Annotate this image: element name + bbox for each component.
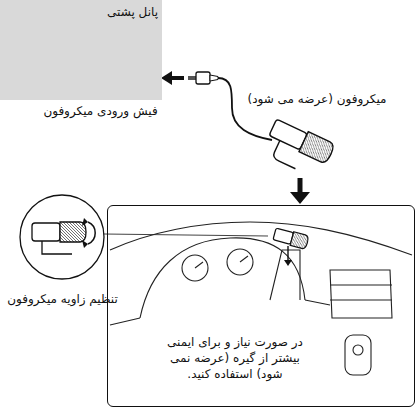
- mounted-microphone: [273, 227, 309, 249]
- back-panel: پانل پشتی: [0, 0, 162, 100]
- clip-arrow: [287, 246, 288, 262]
- clip-arrow-head: [284, 260, 292, 266]
- mic-cable: [218, 78, 272, 140]
- insert-arrow-head: [161, 71, 172, 85]
- zoom-leader: [104, 234, 268, 236]
- installation-box: در صورت نیاز و برای ایمنی بیشتر از گیره …: [107, 205, 415, 407]
- down-arrow: [298, 178, 303, 194]
- insert-arrow: [170, 76, 184, 80]
- zoom-circle: [20, 195, 104, 279]
- zoom-microphone: [32, 222, 86, 254]
- panel-label: پانل پشتی: [70, 4, 158, 20]
- mic-plug: [188, 72, 218, 84]
- rotate-arrow-head: [82, 240, 88, 248]
- part-label: میکروفون (عرضه می شود): [242, 92, 392, 108]
- part-label: فیش ورودی میکروفون: [28, 104, 173, 120]
- microphone: [261, 117, 335, 179]
- part-label: تنظیم زاویه میکروفون: [0, 292, 125, 308]
- rotate-arrow-head: [82, 218, 88, 226]
- note-text: در صورت نیاز و برای ایمنی بیشتر از گیره …: [164, 332, 306, 385]
- rotate-arrow: [88, 222, 95, 244]
- down-arrow-head: [290, 192, 310, 204]
